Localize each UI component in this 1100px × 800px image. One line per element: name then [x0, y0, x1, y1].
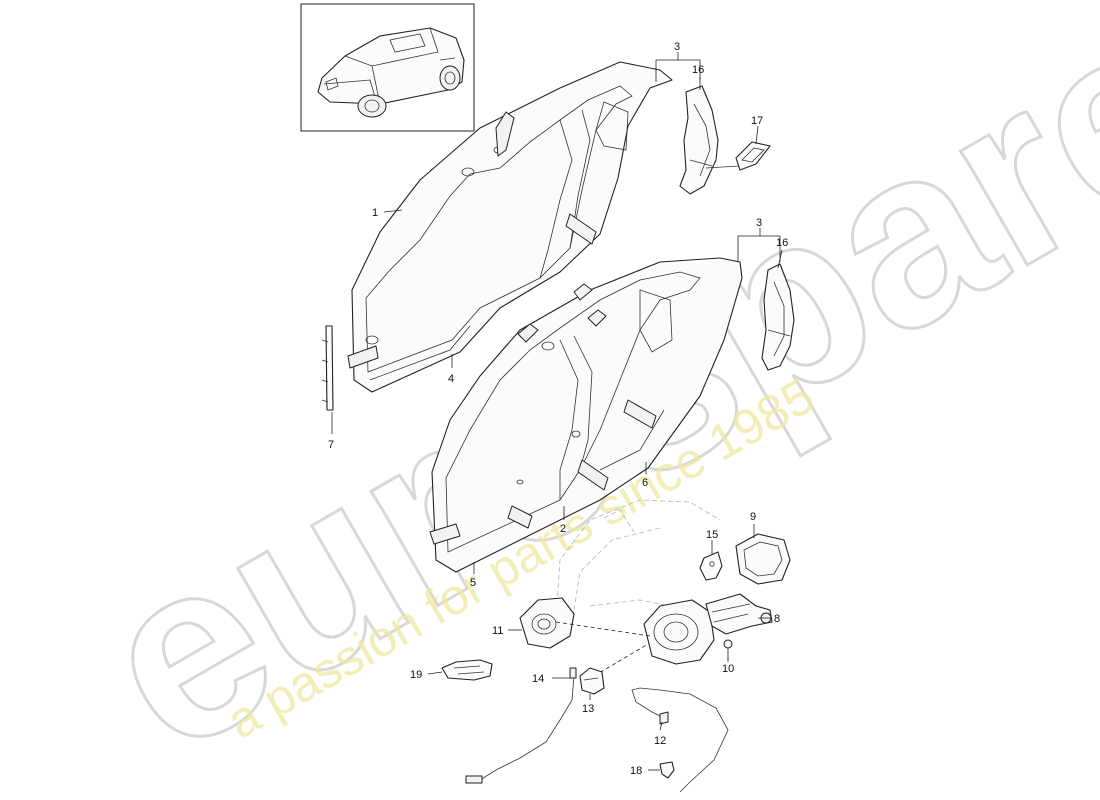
- ghost-vehicle-outline: [555, 499, 721, 621]
- callout-11: 11: [492, 625, 503, 637]
- callout-10: 10: [722, 663, 734, 675]
- part-9-gasket: [735, 533, 791, 585]
- part-11-ring: [519, 597, 575, 649]
- part-1-side-panel-upper: [347, 61, 673, 393]
- part-16-bracket-lower: [761, 263, 795, 371]
- part-14-release-cable: [465, 667, 577, 784]
- vehicle-thumbnail: [300, 3, 475, 132]
- callout-3-upper: 3: [674, 41, 680, 53]
- assembly-line-13-8: [593, 643, 649, 677]
- callout-18: 18: [630, 765, 642, 777]
- callout-19: 19: [410, 669, 422, 681]
- callout-16-upper: 16: [692, 64, 704, 76]
- part-19-bracket: [441, 659, 493, 681]
- callout-labels: 1 3 16 17 3 16 4 7 6 2 5 9 15 8 10 11 13…: [328, 41, 788, 777]
- leader-lines: [331, 52, 783, 771]
- callout-5: 5: [470, 577, 476, 589]
- callout-15: 15: [706, 529, 718, 541]
- callout-17: 17: [751, 115, 763, 127]
- part-10-screw: [723, 639, 733, 660]
- callout-16-lower: 16: [776, 237, 788, 249]
- callout-1: 1: [372, 207, 378, 219]
- callout-8: 8: [774, 613, 780, 625]
- part-7-strip: [321, 325, 334, 411]
- callout-12: 12: [654, 735, 666, 747]
- callout-3-lower: 3: [756, 217, 762, 229]
- callout-7: 7: [328, 439, 334, 451]
- part-8-fuel-door-housing: [643, 593, 773, 665]
- callout-2: 2: [560, 523, 566, 535]
- part-18-clip: [659, 761, 675, 779]
- callout-9: 9: [750, 511, 756, 523]
- callout-4: 4: [448, 373, 454, 385]
- part-12-drain-hose: [631, 687, 729, 793]
- part-17-cover: [735, 141, 771, 171]
- assembly-line-11-8: [555, 621, 651, 637]
- part-16-bracket-upper: [679, 85, 741, 195]
- part-2-side-panel-lower: [429, 257, 743, 573]
- callout-14: 14: [532, 673, 544, 685]
- callout-6: 6: [642, 477, 648, 489]
- part-13-actuator: [579, 667, 605, 695]
- part-15-hinge: [699, 551, 723, 581]
- callout-13: 13: [582, 703, 594, 715]
- suv-car-icon: [317, 27, 465, 118]
